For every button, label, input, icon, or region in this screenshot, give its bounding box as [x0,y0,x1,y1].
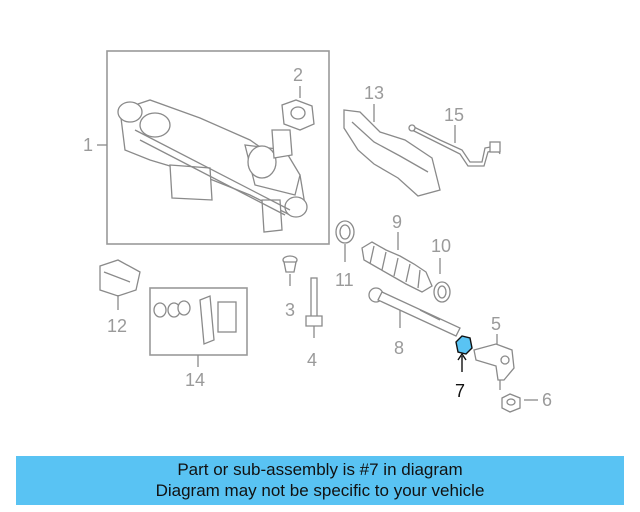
callout-14[interactable]: 14 [185,370,205,390]
callout-4[interactable]: 4 [307,350,317,370]
callout-8[interactable]: 8 [394,338,404,358]
outer-tie-rod-end[interactable] [473,334,515,390]
repair-kit[interactable] [149,287,248,367]
info-banner: Part or sub-assembly is #7 in diagram Di… [16,456,624,505]
jam-nut[interactable] [455,335,473,372]
callout-12[interactable]: 12 [107,316,127,336]
banner-line-1: Part or sub-assembly is #7 in diagram [177,460,463,479]
clamp-11[interactable] [335,220,355,262]
callout-5[interactable]: 5 [491,314,501,334]
callout-9[interactable]: 9 [392,212,402,232]
heat-shield[interactable] [343,104,441,197]
callout-10[interactable]: 10 [431,236,451,256]
callout-6[interactable]: 6 [542,390,552,410]
callout-2[interactable]: 2 [293,65,303,85]
parts-diagram: 1 2 13 15 12 14 [83,50,552,413]
bolt-4[interactable] [305,277,323,338]
bracket[interactable] [99,259,141,310]
callout-3[interactable]: 3 [285,300,295,320]
inner-tie-rod[interactable] [368,287,461,337]
callout-13[interactable]: 13 [364,83,384,103]
bolt-3[interactable] [282,255,298,286]
callout-7[interactable]: 7 [455,381,465,401]
pressure-line[interactable] [408,124,501,167]
callout-1[interactable]: 1 [83,135,93,155]
callout-15[interactable]: 15 [444,105,464,125]
mount-bushing[interactable] [281,86,315,131]
boot-9[interactable] [361,232,433,293]
steering-rack-assembly[interactable] [97,50,330,245]
clamp-10[interactable] [433,258,451,303]
banner-line-2: Diagram may not be specific to your vehi… [155,481,485,500]
nut-6[interactable] [501,393,538,413]
callout-11[interactable]: 11 [335,270,354,290]
